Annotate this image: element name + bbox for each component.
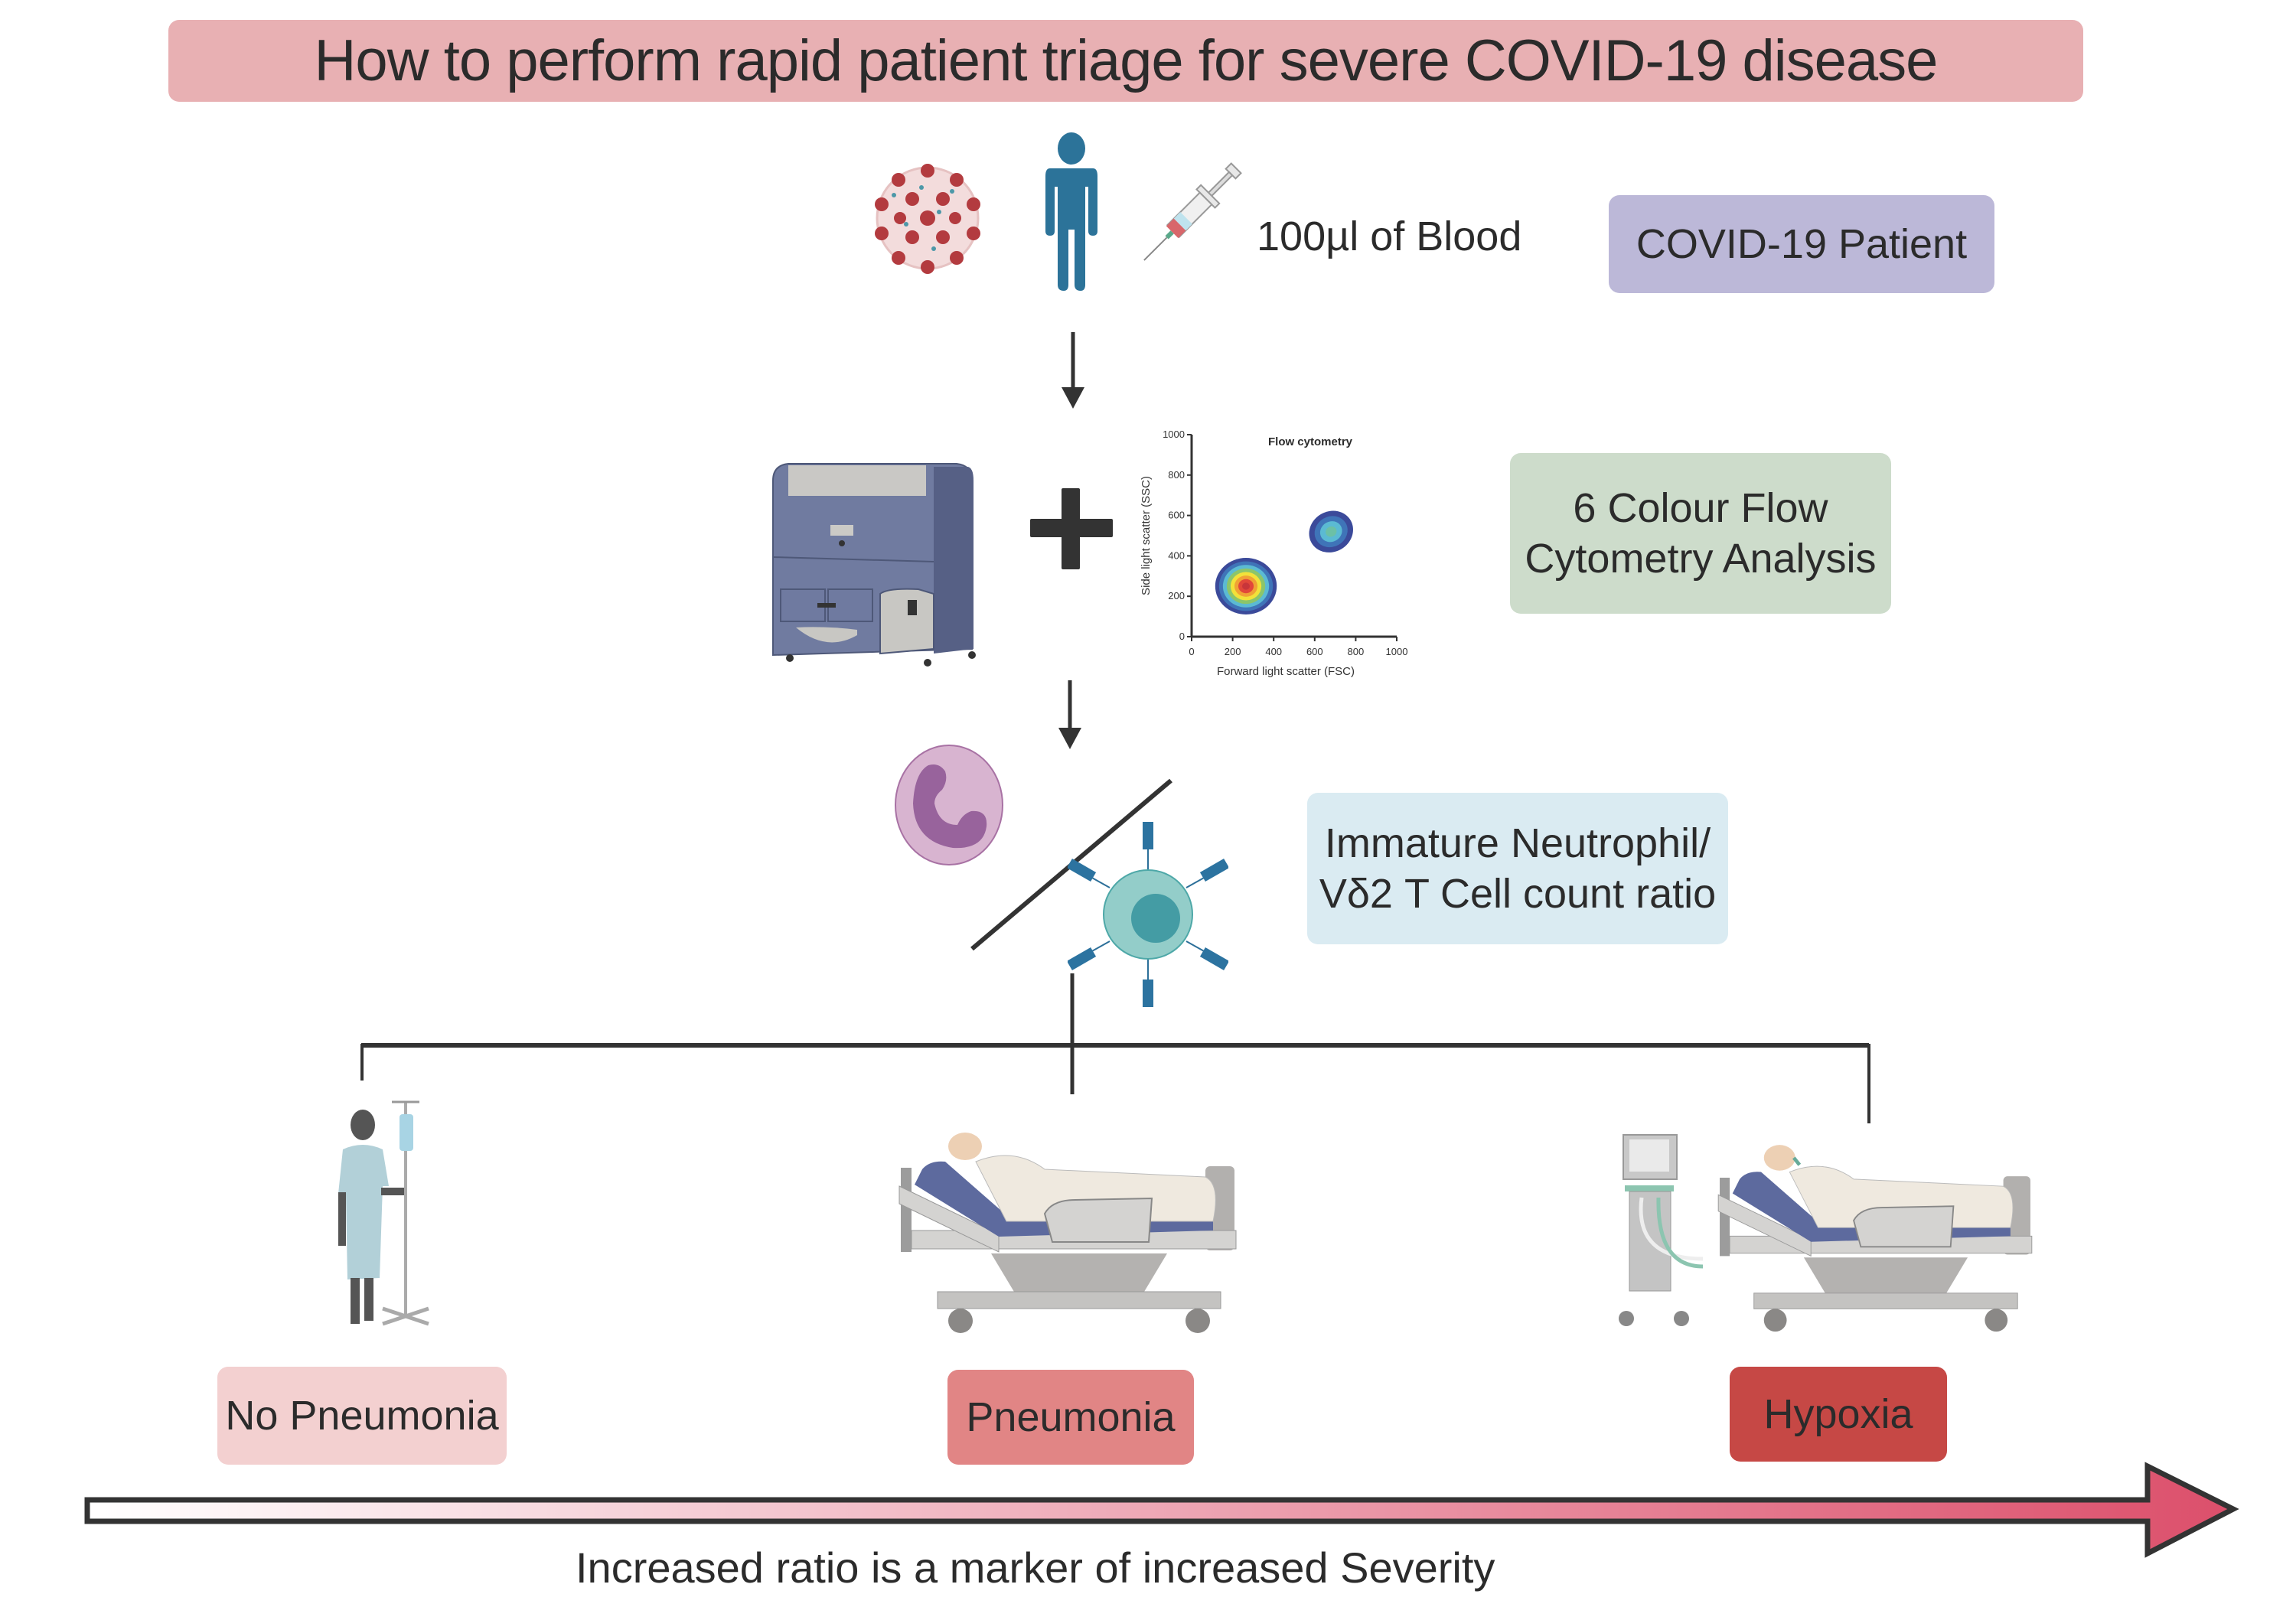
y-tick-label: 400 <box>1168 549 1185 561</box>
bed-part <box>1792 1156 1802 1166</box>
page-title: How to perform rapid patient triage for … <box>168 20 2083 102</box>
ratio-box-line-1: Immature Neutrophil/ <box>1324 820 1711 866</box>
bed-part <box>1803 1257 1968 1293</box>
bed-part <box>1985 1309 2008 1332</box>
y-tick-label: 0 <box>1179 631 1185 642</box>
ratio-box-line-2: Vδ2 T Cell count ratio <box>1319 871 1717 917</box>
flow-box-line-2: Cytometry Analysis <box>1525 536 1877 582</box>
severity-gradient-arrow <box>84 1462 2239 1558</box>
outcome-label: Hypoxia <box>1763 1391 1913 1437</box>
flow-cytometry-analysis-box: 6 Colour Flow Cytometry Analysis <box>1510 453 1891 614</box>
ventilator-icon <box>1619 1134 1703 1326</box>
y-tick-label: 1000 <box>1163 429 1185 440</box>
blood-volume-label: 100µl of Blood <box>1257 214 1522 259</box>
standing-patient-iv-icon <box>338 1100 429 1326</box>
density-population-2 <box>1309 510 1353 553</box>
bed-part <box>899 1185 1000 1253</box>
covid-patient-box: COVID-19 Patient <box>1609 195 1994 293</box>
flow-cytometer-machine-icon <box>772 463 976 667</box>
bed-part <box>991 1253 1167 1292</box>
hospital-bed-patient-icon <box>899 1133 1237 1333</box>
outcome-label: No Pneumonia <box>225 1393 499 1439</box>
bed-part <box>937 1291 1221 1309</box>
x-axis-label: Forward light scatter (FSC) <box>1217 665 1355 678</box>
person-icon <box>1045 132 1097 291</box>
flow-cytometry-chart: 0 200 400 600 800 1000 0 200 400 600 800 1000 Flow … <box>1140 429 1408 678</box>
bed-part <box>1763 1309 1787 1332</box>
y-tick-label: 600 <box>1168 510 1185 521</box>
x-tick-label: 200 <box>1225 646 1241 657</box>
t-cell-icon <box>1068 822 1228 1007</box>
density-populations <box>1215 510 1353 614</box>
chart-title: Flow cytometry <box>1268 435 1353 448</box>
severity-caption: Increased ratio is a marker of increased… <box>576 1543 1495 1592</box>
outcome-no-pneumonia: No Pneumonia <box>217 1367 507 1465</box>
bed-part <box>948 1133 982 1160</box>
outcome-pneumonia: Pneumonia <box>947 1370 1194 1465</box>
covid-patient-label: COVID-19 Patient <box>1636 221 1968 267</box>
x-tick-label: 600 <box>1306 646 1323 657</box>
syringe-icon <box>1143 162 1242 261</box>
outcome-hypoxia: Hypoxia <box>1730 1367 1947 1462</box>
x-tick-label: 1000 <box>1386 646 1408 657</box>
bed-part <box>1853 1205 1955 1248</box>
bed-part <box>948 1309 973 1333</box>
coronavirus-icon <box>875 164 980 274</box>
bed-part <box>1789 1165 2014 1228</box>
y-tick-label: 800 <box>1168 469 1185 481</box>
branch-connector <box>360 973 1870 1123</box>
density-contour <box>1326 526 1337 537</box>
x-tick-label: 800 <box>1348 646 1365 657</box>
bed-part <box>1717 1194 1812 1257</box>
bed-part <box>901 1168 912 1252</box>
flow-box-line-1: 6 Colour Flow <box>1573 485 1828 531</box>
down-arrow-icon <box>1062 332 1084 409</box>
x-tick-label: 400 <box>1265 646 1282 657</box>
bed-part <box>1763 1145 1795 1171</box>
ratio-box: Immature Neutrophil/ Vδ2 T Cell count ra… <box>1307 793 1728 944</box>
plus-icon <box>1030 488 1113 569</box>
bed-part <box>1043 1197 1153 1243</box>
bed-part <box>1720 1178 1730 1257</box>
ventilated-patient-bed-icon <box>1717 1145 2033 1332</box>
outcome-label: Pneumonia <box>966 1394 1176 1440</box>
y-tick-label: 200 <box>1168 590 1185 601</box>
bed-part <box>1753 1292 2018 1309</box>
density-population-1 <box>1215 558 1277 614</box>
x-tick-label: 0 <box>1189 646 1194 657</box>
down-arrow-icon <box>1058 680 1081 749</box>
y-axis-label: Side light scatter (SSC) <box>1140 476 1153 595</box>
neutrophil-cell-icon <box>895 745 1003 865</box>
density-contour <box>1241 582 1251 590</box>
bed-part <box>975 1155 1216 1222</box>
bed-part <box>1186 1309 1210 1333</box>
